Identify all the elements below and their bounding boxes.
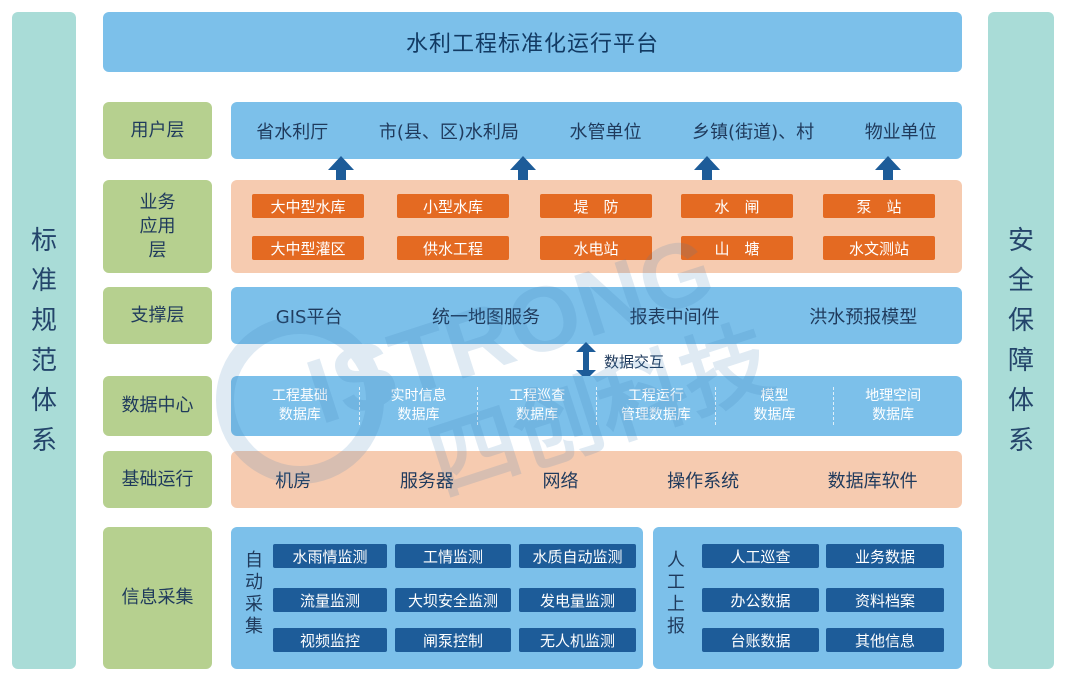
business-chip: 大中型水库 (252, 194, 364, 218)
support-layer-panel: GIS平台 统一地图服务 报表中间件 洪水预报模型 (231, 287, 962, 344)
database-cell: 工程巡查 数据库 (478, 387, 598, 425)
data-center-panel: 工程基础 数据库 实时信息 数据库 工程巡查 数据库 工程运行 管理数据库 模型… (231, 376, 962, 436)
infrastructure-item: 操作系统 (667, 470, 740, 492)
database-cell-line1: 工程巡查 (509, 388, 566, 404)
database-cell-line2: 数据库 (753, 407, 796, 423)
infrastructure-item: 服务器 (399, 470, 454, 492)
database-cell-line2: 数据库 (397, 407, 440, 423)
right-pillar-text: 安全保障体系 (1007, 225, 1034, 456)
support-item: 报表中间件 (629, 306, 720, 328)
infrastructure-item: 网络 (542, 470, 579, 492)
auto-collection-chip: 发电量监测 (519, 588, 636, 612)
business-chip: 供水工程 (397, 236, 509, 260)
layer-label-infrastructure: 基础运行 (103, 451, 212, 508)
layer-label-collection: 信息采集 (103, 527, 212, 669)
user-item: 乡镇(街道)、村 (692, 121, 815, 143)
page-title: 水利工程标准化运行平台 (103, 12, 962, 72)
auto-collection-chip: 流量监测 (273, 588, 387, 612)
database-cell: 实时信息 数据库 (360, 387, 479, 425)
manual-report-chip: 台账数据 (702, 628, 819, 652)
database-cell: 地理空间 数据库 (834, 387, 952, 425)
user-layer-panel: 省水利厅 市(县、区)水利局 水管单位 乡镇(街道)、村 物业单位 (231, 102, 962, 159)
layer-label-business-text: 业务应用层 (139, 191, 176, 261)
manual-report-chip: 其他信息 (826, 628, 944, 652)
database-cell-line2: 管理数据库 (620, 407, 691, 423)
manual-report-chip: 业务数据 (826, 544, 944, 568)
left-pillar-text: 标准规范体系 (30, 225, 57, 456)
auto-collection-chip: 大坝安全监测 (395, 588, 511, 612)
database-cell-line1: 工程基础 (271, 388, 328, 404)
database-cell-line1: 实时信息 (390, 388, 447, 404)
database-cell-line2: 数据库 (872, 407, 915, 423)
database-cell-line2: 数据库 (278, 407, 321, 423)
business-chip: 水文测站 (823, 236, 935, 260)
infrastructure-panel: 机房 服务器 网络 操作系统 数据库软件 (231, 451, 962, 508)
arrow-up-icon (328, 156, 354, 186)
business-chip: 堤 防 (540, 194, 652, 218)
arrow-up-icon (510, 156, 536, 186)
user-item: 物业单位 (864, 121, 937, 143)
arrow-up-icon (694, 156, 720, 186)
business-chip: 水电站 (540, 236, 652, 260)
user-item: 水管单位 (569, 121, 642, 143)
auto-collection-chip: 无人机监测 (519, 628, 636, 652)
business-chip: 大中型灌区 (252, 236, 364, 260)
infrastructure-item: 机房 (275, 470, 312, 492)
user-item: 省水利厅 (256, 121, 329, 143)
database-cell: 模型 数据库 (716, 387, 835, 425)
database-cell: 工程运行 管理数据库 (597, 387, 716, 425)
layer-label-user: 用户层 (103, 102, 212, 159)
left-pillar: 标准规范体系 (12, 12, 76, 669)
right-pillar: 安全保障体系 (988, 12, 1054, 669)
database-cell: 工程基础 数据库 (241, 387, 360, 425)
layer-label-data-center: 数据中心 (103, 376, 212, 436)
data-exchange-label: 数据交互 (604, 353, 665, 371)
manual-report-chip: 资料档案 (826, 588, 944, 612)
page-title-text: 水利工程标准化运行平台 (405, 32, 659, 57)
manual-report-chip: 人工巡查 (702, 544, 819, 568)
layer-label-collection-text: 信息采集 (121, 587, 194, 608)
auto-collection-chip: 视频监控 (273, 628, 387, 652)
layer-label-data-center-text: 数据中心 (121, 395, 194, 416)
auto-collection-chip: 闸泵控制 (395, 628, 511, 652)
user-item: 市(县、区)水利局 (378, 121, 519, 143)
auto-collection-chip: 水质自动监测 (519, 544, 636, 568)
database-cell-line1: 工程运行 (627, 388, 684, 404)
database-cell-line1: 模型 (760, 388, 789, 404)
layer-label-support-text: 支撑层 (130, 304, 185, 326)
database-cell-line2: 数据库 (516, 407, 559, 423)
business-chip: 水 闸 (681, 194, 793, 218)
manual-report-label: 人工上报 (667, 550, 685, 637)
layer-label-support: 支撑层 (103, 287, 212, 344)
support-item: GIS平台 (275, 306, 343, 328)
infrastructure-item: 数据库软件 (827, 470, 918, 492)
double-arrow-icon (576, 342, 596, 380)
database-cell-line1: 地理空间 (865, 388, 922, 404)
auto-collection-chip: 水雨情监测 (273, 544, 387, 568)
business-chip: 泵 站 (823, 194, 935, 218)
layer-label-infrastructure-text: 基础运行 (121, 468, 194, 490)
auto-collection-chip: 工情监测 (395, 544, 511, 568)
auto-collection-label: 自动采集 (245, 550, 263, 637)
business-chip: 小型水库 (397, 194, 509, 218)
manual-report-chip: 办公数据 (702, 588, 819, 612)
layer-label-business: 业务应用层 (103, 180, 212, 273)
support-item: 洪水预报模型 (809, 306, 918, 328)
layer-label-user-text: 用户层 (130, 119, 185, 141)
arrow-up-icon (875, 156, 901, 186)
business-chip: 山 塘 (681, 236, 793, 260)
support-item: 统一地图服务 (432, 306, 541, 328)
